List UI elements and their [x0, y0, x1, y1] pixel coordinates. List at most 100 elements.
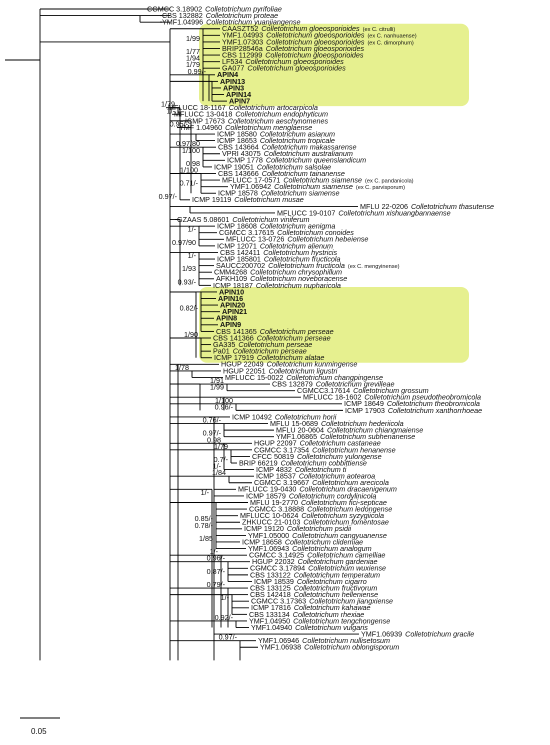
strain-code: ICMP 19051 — [214, 162, 254, 171]
species-name: Colletotrichum perseae — [260, 327, 334, 336]
perseae-clade-highlight — [199, 286, 469, 363]
support-value: 1/79 — [214, 442, 228, 451]
species-name: Colletotrichum clidemiae — [285, 537, 363, 546]
support-value: 0.79/- — [207, 580, 226, 589]
species-name: Colletotrichum musae — [234, 195, 304, 204]
support-value: 0.78/- — [195, 521, 214, 530]
species-name: Colletotrichum artocarpicola — [229, 103, 318, 112]
strain-code: CGMCC 3.17615 — [219, 228, 274, 237]
strain-code: ICMP 19119 — [192, 195, 231, 204]
strain-code: YMF 1.04960 — [179, 123, 222, 132]
species-name: Colletotrichum hederiicola — [321, 419, 404, 428]
strain-code: APIN16 — [218, 294, 243, 303]
support-value: 1/91 — [210, 376, 224, 385]
support-value: 0.99/- — [188, 67, 207, 76]
strain-code: ICMP 18578 — [218, 189, 258, 198]
species-name: Colletotrichum nullisetosum — [302, 636, 390, 645]
species-name: Colletotrichum proteae — [206, 11, 278, 20]
strain-code: CMM4268 — [214, 268, 247, 277]
strain-code: CBS 132879 — [272, 379, 313, 388]
strain-code: CBS 141365 — [216, 327, 257, 336]
species-name: Colletotrichum castaneae — [300, 439, 381, 448]
support-value: 1/100 — [180, 166, 198, 175]
strain-code: VPRI 43075 — [222, 149, 261, 158]
strain-code: CGMCC 3.17894 — [250, 564, 305, 573]
species-name: Colletotrichum oblongisporum — [304, 643, 399, 652]
species-name: Colletotrichum alienum — [260, 241, 333, 250]
strain-code: APIN10 — [219, 287, 244, 296]
strain-code: APIN21 — [222, 307, 247, 316]
strain-code: ICMP 1778 — [227, 156, 263, 165]
support-value: 0.97/- — [219, 633, 238, 642]
species-name: Colletotrichum cobbittiense — [281, 458, 367, 467]
strain-code: CBS 142411 — [220, 248, 260, 257]
strain-code: YMF1.07303 — [222, 37, 263, 46]
support-value: 1/100 — [215, 396, 233, 405]
species-name: Colletotrichum dracaenigenum — [299, 485, 396, 494]
strain-code: MFLUCC 13-0726 — [226, 235, 284, 244]
support-value: 0.76/- — [203, 416, 222, 425]
species-name: Colletotrichum xishuangbannaense — [338, 208, 450, 217]
strain-code: ICMP 185801 — [217, 254, 261, 263]
strain-code: MFLUCC 10-0624 — [240, 511, 298, 520]
strain-code: GA077 — [222, 64, 244, 73]
strain-code: MFLU 20-0604 — [276, 426, 324, 435]
support-value: 0.71/- — [180, 179, 199, 188]
species-name: Colletotrichum changpingense — [286, 373, 383, 382]
strain-code: YMF1.06939 — [361, 630, 402, 639]
isolate-label: APIN9 — [220, 320, 241, 329]
strain-code: ICMP 18537 — [256, 472, 296, 481]
support-value: 1/- — [188, 251, 197, 260]
support-value: 1/94 — [186, 54, 200, 63]
species-name: Colletotrichum makassarense — [262, 143, 357, 152]
species-name: Colletotrichum xanthorrhoeae — [388, 406, 482, 415]
strain-code: MFLUCC 19-0430 — [238, 485, 296, 494]
species-name: Colletotrichum kunmingense — [267, 360, 358, 369]
strain-code: ICMP 18579 — [246, 491, 286, 500]
isolate-label: APIN3 — [223, 83, 244, 92]
strain-code: YMF1.06946 — [258, 636, 299, 645]
isolate-label: APIN4 — [217, 70, 238, 79]
species-name: Colletotrichum siamense — [274, 182, 353, 191]
strain-code: CGMCC3.17614 — [297, 386, 350, 395]
strain-code: ICMP 18649 — [344, 399, 384, 408]
support-value: 1/- — [201, 488, 210, 497]
strain-code: CBS 143664 — [218, 143, 259, 152]
species-name: Colletotrichum hystricis — [263, 248, 337, 257]
strain-code: CGMCC 3.14925 — [249, 551, 304, 560]
species-name: Colletotrichum arecicola — [312, 478, 389, 487]
species-name: Colletotrichum horii — [275, 412, 337, 421]
support-value: 0.87/- — [207, 567, 226, 576]
species-name: Colletotrichum cigarro — [297, 577, 367, 586]
